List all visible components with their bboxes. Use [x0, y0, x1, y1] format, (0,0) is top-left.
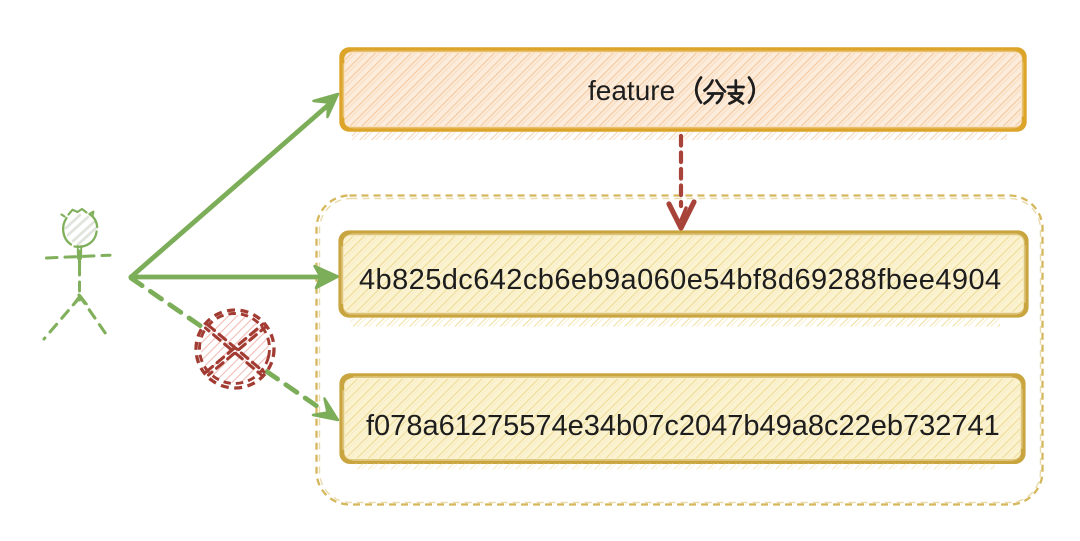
svg-text:f078a61275574e34b07c2047b49a8c: f078a61275574e34b07c2047b49a8c22eb732741	[366, 410, 1000, 442]
svg-text:feature: feature	[588, 75, 675, 106]
svg-text:4b825dc642cb6eb9a060e54bf8d692: 4b825dc642cb6eb9a060e54bf8d69288fbee4904	[359, 264, 1002, 296]
